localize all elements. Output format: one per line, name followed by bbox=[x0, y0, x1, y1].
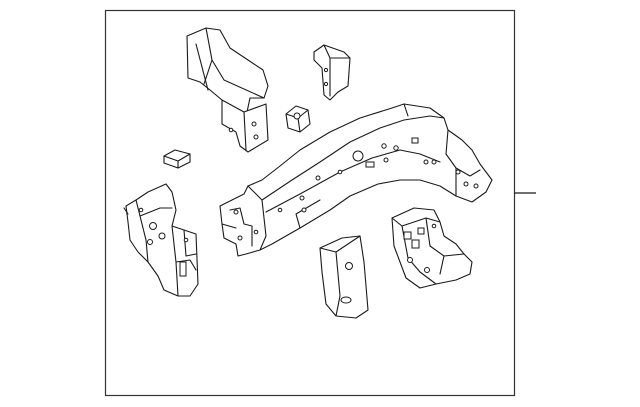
weld-nut[interactable] bbox=[285, 105, 311, 133]
small-gusset[interactable] bbox=[313, 44, 351, 101]
right-bracket[interactable] bbox=[391, 207, 473, 289]
lower-left-bracket[interactable] bbox=[123, 183, 199, 297]
front-side-rail[interactable] bbox=[219, 103, 493, 257]
spacer-block[interactable] bbox=[163, 149, 191, 169]
center-plate[interactable] bbox=[319, 235, 369, 319]
diagram-frame bbox=[104, 9, 516, 397]
upper-bracket[interactable] bbox=[186, 27, 269, 153]
